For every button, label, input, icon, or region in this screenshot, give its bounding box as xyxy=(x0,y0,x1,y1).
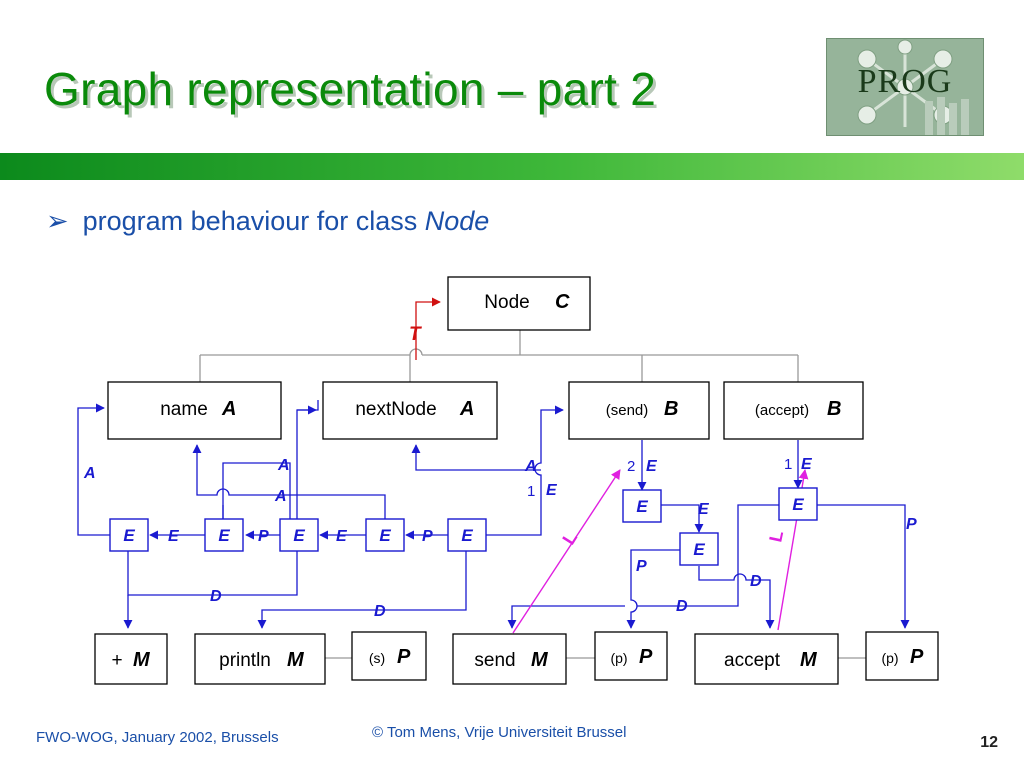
node-box-accept-m: accept M xyxy=(694,633,839,685)
e-node-labels: E E E E E E E E xyxy=(123,495,804,559)
e-node-boxes xyxy=(109,487,818,566)
edge-label-e3: E xyxy=(546,482,558,499)
svg-text:M: M xyxy=(287,649,305,671)
edge-label-d4: D xyxy=(750,573,762,590)
footer-left: FWO-WOG, January 2002, Brussels xyxy=(36,729,279,746)
svg-text:(p): (p) xyxy=(881,650,898,666)
svg-text:println: println xyxy=(219,650,271,671)
edge-label-d2: D xyxy=(374,603,386,620)
node-box-println-m: println M xyxy=(194,633,326,685)
edge-label-p2: P xyxy=(422,528,433,545)
edge-label-t: T xyxy=(409,324,422,345)
page-number: 12 xyxy=(980,734,998,751)
node-box-node: Node C xyxy=(447,276,591,331)
svg-text:+: + xyxy=(111,650,122,671)
edge-label-e2: E xyxy=(336,528,348,545)
edge-label-e6: E xyxy=(698,501,710,518)
svg-text:B: B xyxy=(827,398,841,420)
node-box-name: name A xyxy=(107,381,282,440)
svg-text:(send): (send) xyxy=(606,402,649,419)
edge-label-e5: E xyxy=(801,456,813,473)
edge-order-numbers: 2 1 1 xyxy=(527,456,792,500)
edge-label-a1: A xyxy=(83,465,96,482)
edge-label-e1: E xyxy=(168,528,180,545)
svg-text:(accept): (accept) xyxy=(755,402,809,419)
svg-text:send: send xyxy=(474,650,515,671)
svg-text:P: P xyxy=(397,646,411,668)
svg-text:accept: accept xyxy=(724,650,781,671)
edge-label-p3: P xyxy=(636,558,647,575)
green-divider-bar xyxy=(0,153,1024,180)
edge-label-p1: P xyxy=(258,528,269,545)
slide-title: Graph representation – part 2 xyxy=(44,63,657,115)
edge-label-l1: L xyxy=(558,528,581,548)
e-node-8: E xyxy=(792,495,804,514)
bullet-point: ➢ program behaviour for class Node xyxy=(46,206,489,237)
order-number-1a: 1 xyxy=(527,483,535,500)
l-edge-labels: L L xyxy=(558,528,787,548)
edge-label-l2: L xyxy=(765,529,787,544)
atomium-icon xyxy=(857,39,969,135)
svg-text:(p): (p) xyxy=(610,650,627,666)
t-edge xyxy=(415,297,441,360)
containment-tree xyxy=(199,330,866,659)
logo-text: PROG xyxy=(857,63,953,100)
node-box-nextnode: nextNode A xyxy=(322,381,498,440)
edge-label-d3: D xyxy=(676,598,688,615)
node-box-send-b: (send) B xyxy=(568,381,710,440)
svg-text:M: M xyxy=(531,649,549,671)
edge-label-e4: E xyxy=(646,458,658,475)
e-node-3: E xyxy=(293,526,305,545)
svg-text:nextNode: nextNode xyxy=(355,399,436,420)
edge-label-a4: A xyxy=(524,458,537,475)
svg-text:M: M xyxy=(133,649,151,671)
e-node-6: E xyxy=(636,497,648,516)
e-node-1: E xyxy=(123,526,135,545)
footer-center: © Tom Mens, Vrije Universiteit Brussel xyxy=(372,724,627,741)
edge-label-d1: D xyxy=(210,588,222,605)
bullet-emphasis: Node xyxy=(424,206,490,236)
prog-logo: PROG xyxy=(826,38,984,136)
svg-text:(s): (s) xyxy=(369,650,385,666)
svg-text:P: P xyxy=(910,646,924,668)
svg-text:P: P xyxy=(639,646,653,668)
node-box-accept-b: (accept) B xyxy=(723,381,864,440)
edge-label-a2: A xyxy=(277,457,290,474)
svg-text:C: C xyxy=(555,291,570,313)
node-box-p-p2: (p) P xyxy=(865,631,939,681)
order-number-2: 2 xyxy=(627,458,635,475)
node-box-p-p1: (p) P xyxy=(594,631,668,681)
bullet-text: program behaviour for class xyxy=(82,206,425,236)
svg-text:A: A xyxy=(221,398,236,420)
node-box-s-p: (s) P xyxy=(351,631,427,681)
edge-label-p4: P xyxy=(906,516,917,533)
edge-label-a3: A xyxy=(274,488,287,505)
e-node-4: E xyxy=(379,526,391,545)
e-node-7: E xyxy=(693,540,705,559)
node-box-plus-m: + M xyxy=(94,633,168,685)
svg-text:Node: Node xyxy=(484,292,529,313)
svg-text:A: A xyxy=(459,398,474,420)
svg-text:name: name xyxy=(160,399,208,420)
svg-text:B: B xyxy=(664,398,678,420)
svg-text:M: M xyxy=(800,649,818,671)
e-node-5: E xyxy=(461,526,473,545)
blue-edges xyxy=(77,400,910,629)
edge-labels: A A A A E E P P P P D D D D E E E E xyxy=(83,456,917,620)
e-node-2: E xyxy=(218,526,230,545)
node-box-send-m: send M xyxy=(452,633,567,685)
bullet-arrow-icon: ➢ xyxy=(46,206,69,236)
order-number-1b: 1 xyxy=(784,456,792,473)
